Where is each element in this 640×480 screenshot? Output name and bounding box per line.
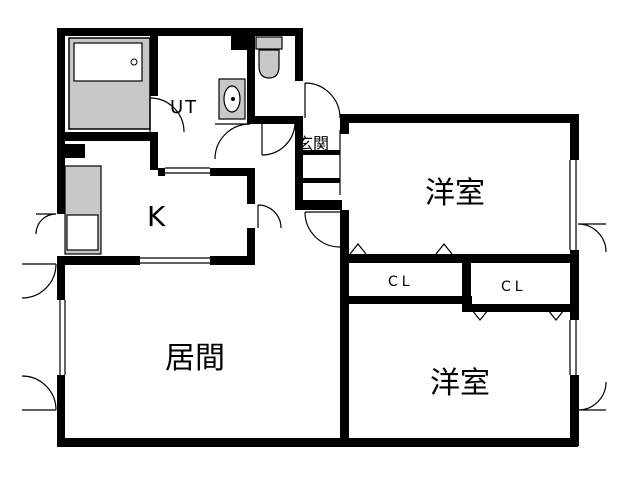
window-ut	[165, 167, 210, 174]
closet-door-left-a	[349, 243, 367, 255]
window-kitchen	[140, 257, 210, 264]
room-label-closet-right: CL	[501, 279, 527, 295]
door-living-ext-top	[21, 263, 57, 299]
window-bedroom-lower	[569, 320, 577, 375]
toilet-icon	[258, 49, 280, 79]
window-living-left	[59, 300, 66, 375]
room-labels: UT 玄関 K 洋室 CL CL 居間 洋室	[147, 97, 527, 401]
door-hall	[261, 121, 296, 156]
kitchen-sink-icon	[66, 214, 99, 251]
washbasin-tap	[231, 97, 235, 101]
room-label-living: 居間	[165, 341, 225, 376]
room-label-closet-left: CL	[388, 274, 414, 290]
walls	[57, 28, 579, 447]
door-kitchen	[257, 204, 282, 229]
room-label-bedroom-upper: 洋室	[425, 176, 485, 211]
closet-door-left-b	[435, 243, 453, 255]
door-bedroom-lower-ext	[577, 381, 607, 411]
door-bedroom-upper-ext	[577, 223, 607, 253]
door-living-ext-bottom	[21, 375, 57, 411]
door-entrance	[304, 211, 341, 248]
windows	[59, 130, 577, 375]
room-label-kitchen: K	[147, 200, 166, 233]
doors	[21, 82, 607, 411]
door-kitchen-ext	[35, 213, 57, 235]
closet-door-right-a	[471, 309, 489, 321]
bathtub-drain	[130, 58, 138, 66]
room-label-unit-bath: UT	[170, 97, 198, 118]
closet-door-right-b	[547, 309, 565, 321]
toilet-tank	[255, 36, 283, 50]
door-toilet	[304, 82, 341, 119]
room-label-entrance: 玄関	[297, 134, 329, 153]
fixtures	[64, 36, 283, 255]
door-bath	[149, 97, 185, 133]
door-ut	[214, 123, 251, 160]
room-label-bedroom-lower: 洋室	[430, 366, 490, 401]
window-bedroom-upper	[569, 160, 577, 250]
